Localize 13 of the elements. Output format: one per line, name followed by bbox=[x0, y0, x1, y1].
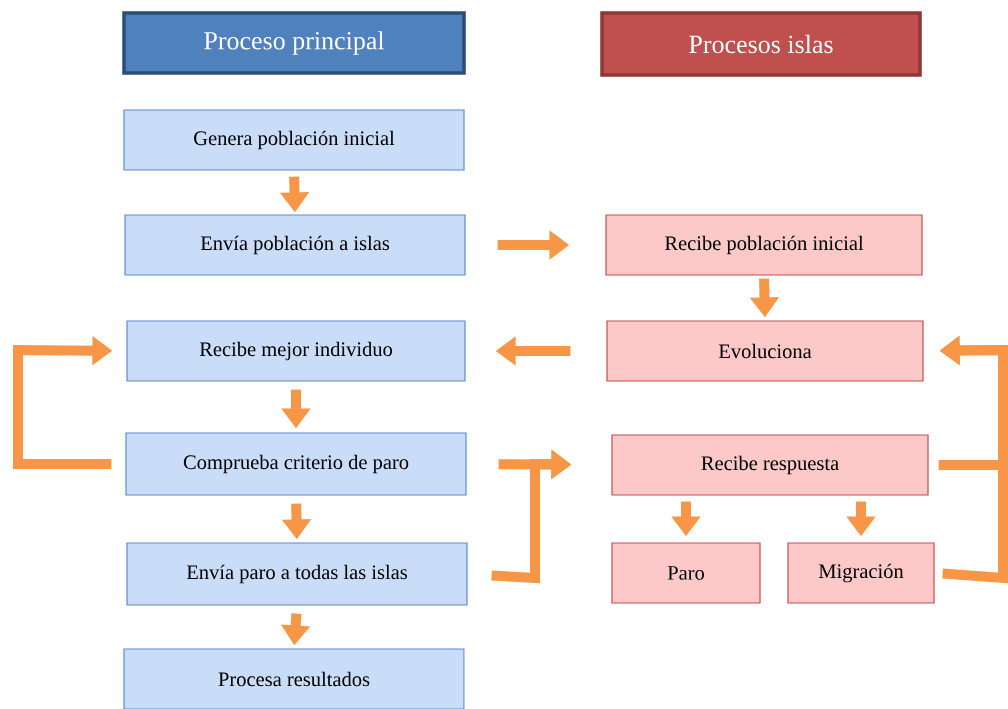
process-box: Genera población inicial bbox=[123, 109, 465, 171]
process-box: Paro bbox=[611, 542, 761, 604]
header-box: Proceso principal bbox=[122, 11, 466, 75]
process-box: Procesa resultados bbox=[123, 648, 465, 709]
process-box: Migración bbox=[787, 542, 935, 604]
process-box: Envía población a islas bbox=[124, 214, 466, 276]
process-box: Comprueba criterio de paro bbox=[125, 432, 467, 496]
process-box: Evoluciona bbox=[606, 320, 924, 382]
process-box: Recibe mejor individuo bbox=[126, 320, 466, 382]
process-box: Recibe población inicial bbox=[605, 214, 923, 276]
header-box: Procesos islas bbox=[600, 11, 922, 77]
process-box: Recibe respuesta bbox=[611, 434, 929, 496]
process-box: Envía paro a todas las islas bbox=[126, 542, 468, 606]
